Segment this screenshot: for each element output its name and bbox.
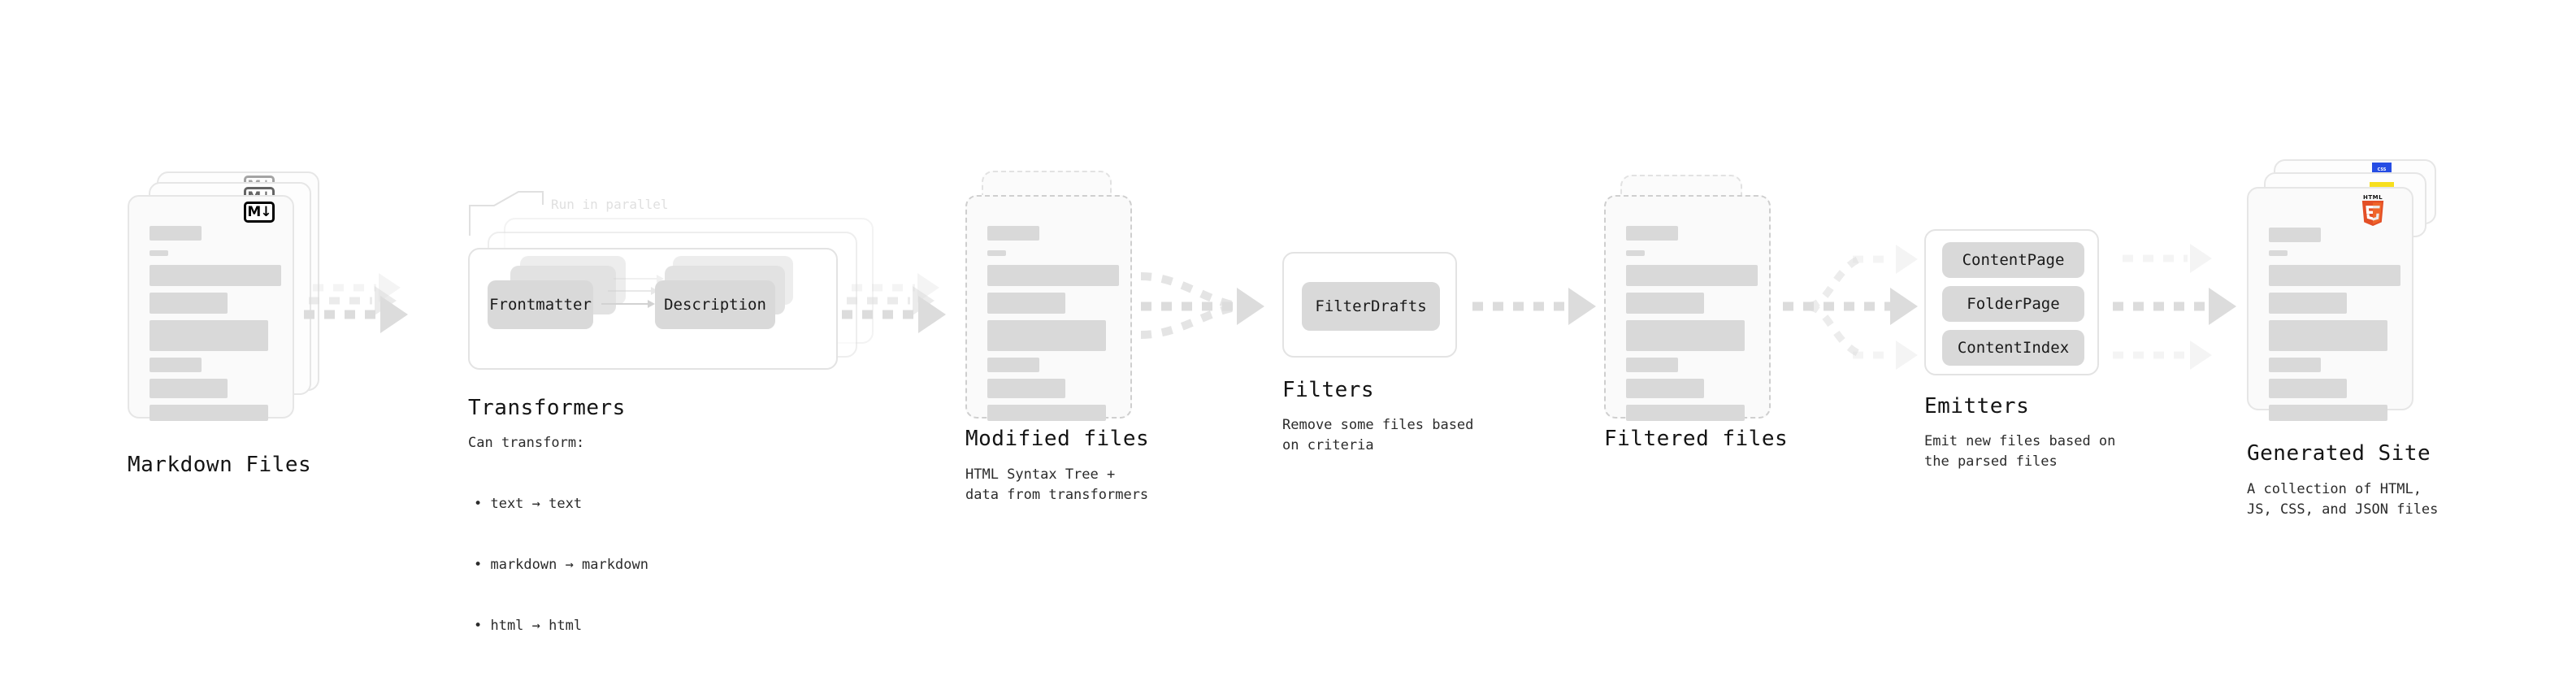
modified-card-front — [965, 195, 1132, 421]
skeleton-bar — [1626, 379, 1704, 398]
emitter-pill-contentindex[interactable]: ContentIndex — [1942, 330, 2084, 366]
css-badge-text: CSS — [2377, 167, 2387, 172]
run-in-parallel-label: Run in parallel — [551, 197, 669, 212]
skeleton-bar — [1626, 250, 1645, 256]
transformer-pill-frontmatter[interactable]: Frontmatter — [488, 280, 593, 329]
skeleton-bar — [150, 358, 202, 372]
stage-title-markdown-files: Markdown Files — [128, 453, 312, 477]
transformers-bullet-2: • html → html — [474, 618, 583, 634]
flow-arrow-5-top — [1853, 245, 1918, 274]
skeleton-bar — [150, 405, 268, 421]
skeleton-bar — [150, 250, 168, 256]
flow-arrow-3 — [1141, 288, 1264, 325]
skeleton-bar — [1626, 265, 1758, 286]
flow-arrow-5 — [1783, 288, 1918, 325]
css-badge: CSS — [2372, 163, 2392, 172]
skeleton-bar — [150, 265, 281, 286]
skeleton-bar — [987, 293, 1065, 314]
skeleton-bar — [150, 226, 202, 241]
skeleton-bar — [987, 379, 1065, 398]
stage-title-modified-files: Modified files — [965, 427, 1150, 451]
filters-panel: FilterDrafts — [1282, 252, 1457, 358]
emitters-caption: Emit new files based on the parsed files — [1924, 433, 2116, 470]
generated-site-caption: A collection of HTML, JS, CSS, and JSON … — [2247, 481, 2439, 518]
stage-title-filtered-files: Filtered files — [1604, 427, 1789, 451]
skeleton-bar — [1626, 358, 1678, 372]
stage-title-generated-site: Generated Site — [2247, 441, 2431, 466]
skeleton-bar — [2269, 379, 2347, 398]
skeleton-bar — [150, 320, 268, 351]
skeleton-bar — [987, 265, 1119, 286]
flow-arrow-1 — [304, 296, 408, 333]
filtered-card-front — [1604, 195, 1771, 421]
skeleton-bar — [987, 358, 1039, 372]
emitter-pill-contentpage[interactable]: ContentPage — [1942, 242, 2084, 278]
markdown-badge-text: M — [247, 203, 261, 220]
flow-arrow-6-top — [2123, 244, 2212, 273]
transformers-bullets: • text → text • markdown → markdown • ht… — [474, 453, 648, 677]
filter-pill-filterdrafts[interactable]: FilterDrafts — [1302, 282, 1440, 331]
html5-badge: HTML — [2359, 194, 2387, 227]
flow-arrow-5-bottom — [1853, 340, 1918, 370]
skeleton-bar — [987, 250, 1006, 256]
transformers-bullet-1: • markdown → markdown — [474, 557, 648, 573]
flow-arrow-4 — [1472, 288, 1596, 325]
transformer-link-arrow-back — [614, 274, 664, 284]
skeleton-bar — [2269, 293, 2347, 314]
emitter-pill-folderpage[interactable]: FolderPage — [1942, 286, 2084, 322]
skeleton-bar — [1626, 405, 1745, 421]
stage-title-transformers: Transformers — [468, 396, 626, 420]
html5-shield-icon — [2361, 201, 2384, 227]
stage-title-filters: Filters — [1282, 378, 1375, 402]
skeleton-bar — [987, 405, 1106, 421]
skeleton-bar — [987, 226, 1039, 241]
skeleton-bar — [1626, 293, 1704, 314]
transformer-link-arrow — [601, 299, 655, 309]
flow-arrow-2 — [842, 296, 946, 333]
skeleton-bar — [2269, 320, 2387, 351]
skeleton-bar — [150, 379, 228, 398]
skeleton-bar — [2269, 405, 2387, 421]
skeleton-bar — [2269, 250, 2288, 256]
filters-caption: Remove some files based on criteria — [1282, 417, 1474, 453]
skeleton-bar — [2269, 265, 2400, 286]
skeleton-bar — [2269, 358, 2321, 372]
flow-arrow-6 — [2113, 288, 2236, 325]
emitters-panel: ContentPage FolderPage ContentIndex — [1924, 229, 2099, 375]
flow-arrow-6-bottom — [2113, 340, 2212, 370]
stage-title-emitters: Emitters — [1924, 394, 2030, 419]
markdown-card-front — [128, 195, 294, 421]
skeleton-bar — [1626, 320, 1745, 351]
modified-files-caption: HTML Syntax Tree + data from transformer… — [965, 466, 1149, 503]
skeleton-bar — [1626, 226, 1678, 241]
transformer-pill-description[interactable]: Description — [655, 280, 775, 329]
transformer-link-arrow-mid — [608, 286, 658, 296]
markdown-badge: M↓ — [244, 202, 275, 223]
skeleton-bar — [150, 293, 228, 314]
transformers-caption: Can transform: — [468, 435, 585, 451]
html5-badge-word: HTML — [2362, 194, 2383, 201]
skeleton-bar — [987, 320, 1106, 351]
skeleton-bar — [2269, 228, 2321, 242]
generated-card-front — [2247, 187, 2413, 421]
transformers-bullet-0: • text → text — [474, 496, 583, 512]
